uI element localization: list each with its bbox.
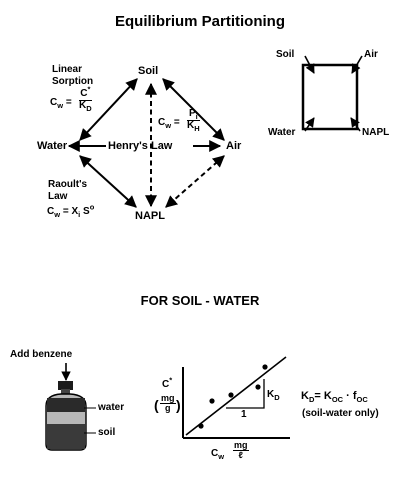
- y-axis-unit: mg g: [160, 393, 176, 414]
- y-axis-label: C*: [162, 375, 173, 390]
- box-label-napl: NAPL: [362, 127, 390, 138]
- data-point: [198, 423, 204, 429]
- run-label: 1: [241, 409, 247, 420]
- arrow-soil-water: [79, 78, 138, 141]
- node-napl: NAPL: [135, 210, 165, 222]
- section-subtitle: FOR SOIL - WATER: [140, 293, 260, 308]
- node-air: Air: [226, 140, 242, 152]
- henry-equation-lhs: Cw =: [158, 117, 180, 130]
- bottle-neck: [61, 389, 70, 394]
- box-label-soil: Soil: [276, 49, 295, 60]
- arrow-soil-air: [162, 78, 225, 141]
- raoult-equation: Cw = Xi So: [47, 202, 95, 219]
- box-arrow-napl: [350, 117, 361, 132]
- linear-sorption-lhs: Cw =: [50, 97, 72, 110]
- slope-label: KD: [267, 389, 280, 402]
- add-benzene-label: Add benzene: [10, 349, 73, 360]
- raoult-heading-2: Law: [48, 191, 68, 202]
- box-label-air: Air: [364, 49, 378, 60]
- slope-triangle: [226, 379, 265, 409]
- y-unit-close-paren: ): [176, 397, 181, 413]
- raoult-heading-1: Raoult's: [48, 179, 88, 190]
- linear-sorption-heading-1: Linear: [52, 64, 83, 75]
- data-point: [209, 398, 215, 404]
- data-point: [262, 364, 268, 370]
- bottle-cap: [58, 381, 73, 390]
- soil-label: soil: [98, 427, 116, 438]
- phase-box: [301, 63, 359, 131]
- henry-fraction: Pi KH: [187, 108, 200, 133]
- x-axis-label: Cw: [211, 448, 225, 461]
- node-water: Water: [37, 140, 68, 152]
- arrow-water-napl: [79, 155, 137, 208]
- arrow-air-napl: [165, 155, 225, 208]
- node-soil: Soil: [138, 65, 159, 77]
- box-arrow-soil: [304, 55, 315, 74]
- box-arrow-water: [304, 117, 315, 132]
- linear-sorption-fraction: C* KD: [79, 84, 92, 113]
- linear-sorption-heading-2: Sorption: [52, 76, 94, 87]
- kd-note: (soil-water only): [302, 408, 379, 419]
- box-arrow-air: [351, 55, 363, 74]
- water-label: water: [98, 402, 125, 413]
- kd-equation: KD= KOC · fOC: [301, 390, 368, 405]
- box-label-water: Water: [268, 127, 296, 138]
- y-unit-open-paren: (: [154, 397, 159, 413]
- bottle-soil-layer: [47, 424, 85, 449]
- data-point: [255, 384, 261, 390]
- data-point: [228, 392, 234, 398]
- bottle-water-layer: [47, 398, 85, 412]
- henrys-law-label: Henry's Law: [108, 140, 173, 152]
- figure-title: Equilibrium Partitioning: [115, 13, 285, 30]
- x-axis-unit: mg ℓ: [233, 440, 249, 461]
- fit-line: [185, 356, 287, 436]
